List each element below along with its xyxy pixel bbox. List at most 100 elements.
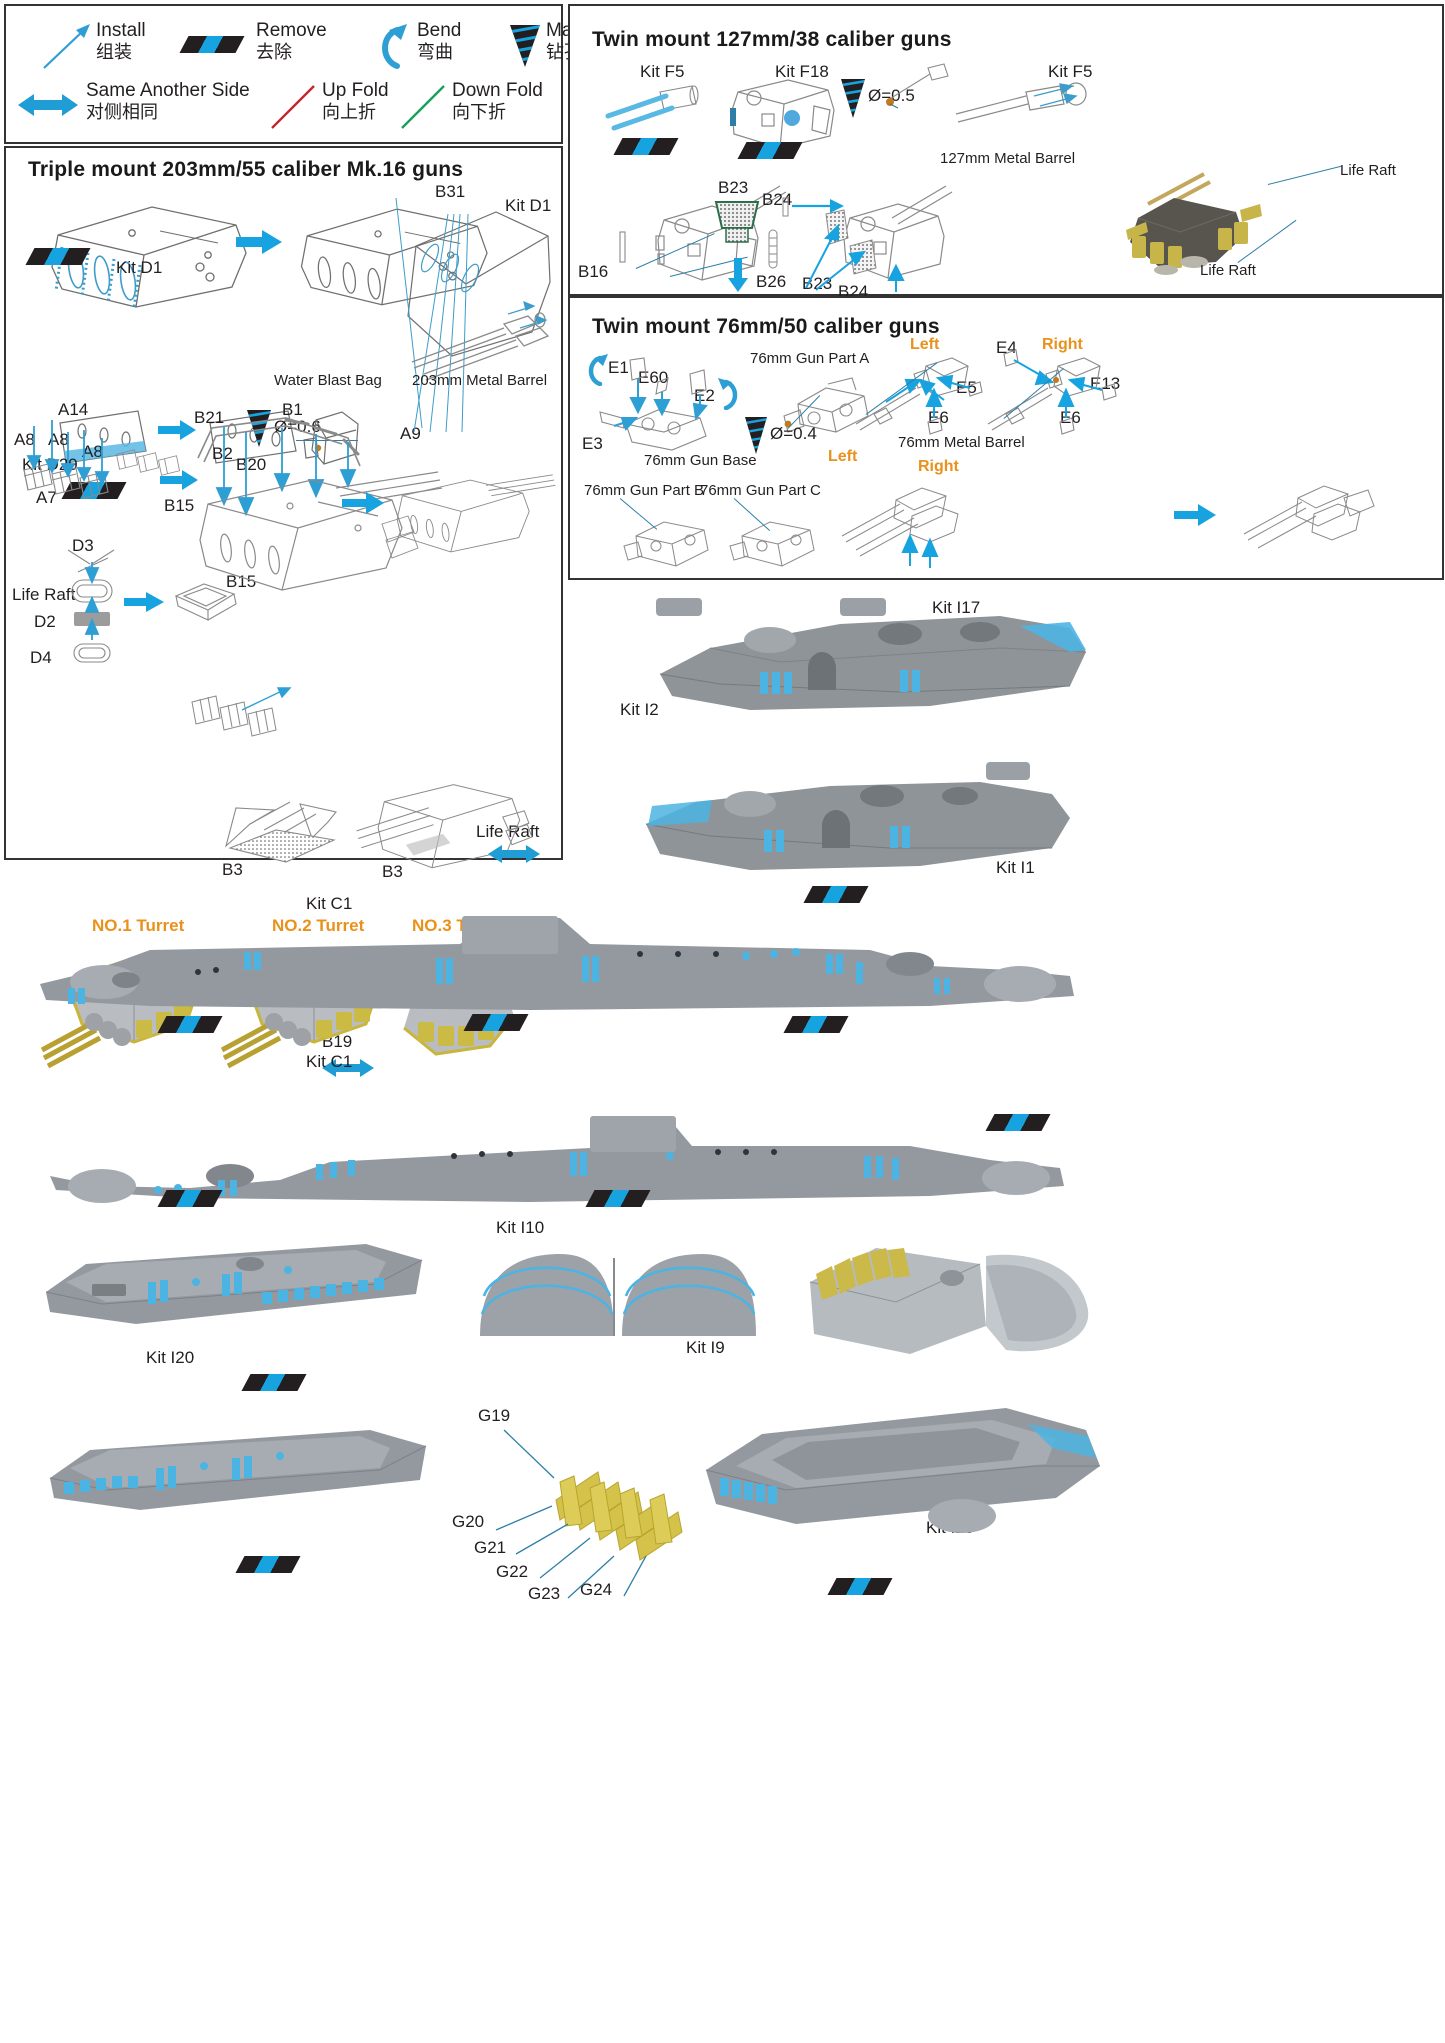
legend-upfold-cn: 向上折	[322, 101, 376, 122]
drill-cone-icon-06	[246, 409, 272, 454]
label-b20: B20	[236, 455, 267, 474]
red-line-icon	[271, 85, 315, 129]
legend-item-install: Install 组装	[40, 20, 170, 72]
turret-roof-pe-drawing	[392, 196, 557, 436]
label-kit-i17: Kit I17	[932, 598, 981, 617]
label-diameter-04: Ø=0.4	[770, 424, 817, 443]
b3-screen-drawing	[216, 800, 346, 872]
legend-install-cn: 组装	[96, 41, 132, 62]
barrel-hole-detail-drawing	[880, 60, 960, 120]
legend-item-upfold: Up Fold 向上折	[270, 80, 410, 134]
remove-stripe-icon-i20	[241, 1374, 307, 1391]
label-kit-c1-b: Kit C1	[306, 1052, 353, 1071]
leader-line-waterblast	[296, 440, 358, 442]
green-line-icon	[401, 85, 445, 129]
hull-photo-i1	[600, 760, 1120, 890]
label-d4: D4	[30, 648, 52, 667]
label-d2: D2	[34, 612, 56, 631]
label-d3: D3	[72, 536, 94, 555]
b23-mesh-drawing	[712, 200, 762, 254]
label-b16: B16	[578, 262, 609, 281]
label-life-raft-right: Life Raft	[476, 822, 540, 841]
label-76mm-gun-base: 76mm Gun Base	[644, 452, 757, 469]
section-twin76-title: Twin mount 76mm/50 caliber guns	[592, 315, 940, 338]
section-twin76-box	[568, 296, 1444, 580]
76mm-gun-part-c-drawing	[722, 508, 832, 572]
same-another-side-icon-b19	[322, 1056, 374, 1085]
label-e1: E1	[608, 358, 629, 377]
legend-upfold-en: Up Fold	[322, 80, 389, 101]
legend-remove-cn: 去除	[256, 41, 292, 62]
label-diameter-06: Ø=0.6	[274, 417, 321, 436]
drill-cone-icon-05	[840, 78, 866, 125]
label-kit-d1-b: Kit D1	[505, 196, 552, 215]
part-photo-i20-b	[36, 1396, 436, 1526]
label-b31: B31	[435, 182, 466, 201]
label-kit-d1-a: Kit D1	[116, 258, 163, 277]
label-a7: A7	[36, 488, 57, 507]
76mm-gun-part-b-drawing	[616, 508, 726, 572]
label-left-1: Left	[910, 336, 940, 353]
railing-a7-a8-drawing	[18, 420, 138, 510]
kit-f18-mount-drawing	[718, 76, 848, 156]
remove-stripe-icon-c1b-2	[585, 1190, 651, 1207]
section-triple203-box	[4, 146, 563, 860]
label-b3-left: B3	[222, 860, 243, 879]
legend-item-downfold: Down Fold 向下折	[400, 80, 550, 134]
legend-install-en: Install	[96, 20, 146, 41]
label-right-1: Right	[1042, 336, 1083, 353]
step-arrow-76mm	[1174, 502, 1218, 528]
label-b26: B26	[756, 272, 787, 291]
legend-box	[4, 4, 563, 144]
76mm-twin-assembly-drawing	[838, 470, 1008, 570]
label-a8-2: A8	[48, 430, 69, 449]
label-b21: B21	[194, 408, 225, 427]
railing-assembled-drawing	[112, 430, 202, 486]
label-b15-a: B15	[164, 496, 195, 515]
remove-stripe-icon-d1	[25, 248, 91, 265]
76mm-final-assembly-drawing	[1240, 468, 1410, 568]
label-right-2: Right	[918, 458, 959, 475]
bend-arrow-icon	[382, 24, 407, 69]
legend-downfold-en: Down Fold	[452, 80, 543, 101]
label-76mm-gun-part-b: 76mm Gun Part B	[584, 482, 705, 499]
label-b3-right: B3	[382, 862, 403, 881]
twin127-mount-photo	[1108, 170, 1328, 280]
drill-cone-icon	[510, 25, 540, 67]
f18-mount-b-parts-drawing	[786, 184, 966, 294]
turret-frame-b-parts-drawing	[190, 412, 370, 522]
legend-bend-en: Bend	[417, 20, 462, 41]
76mm-left-assembly-drawing	[852, 346, 992, 446]
label-g23: G23	[528, 1584, 561, 1603]
remove-stripe-icon-i29	[827, 1578, 893, 1595]
step-arrow-2	[158, 418, 198, 442]
remove-stripe-icon	[179, 36, 245, 53]
hull-photo-i17-i2	[600, 588, 1120, 728]
remove-stripe-icon-c1a-3	[783, 1016, 849, 1033]
label-b24-a: B24	[762, 190, 793, 209]
hull-photo-c1-b	[30, 1068, 1090, 1203]
label-kit-c1-a: Kit C1	[306, 894, 353, 913]
legend-bend-cn: 弯曲	[417, 41, 453, 62]
remove-stripe-icon-c1b-3	[985, 1114, 1051, 1131]
label-no1-turret: NO.1 Turret	[92, 916, 185, 935]
label-g19: G19	[478, 1406, 511, 1425]
label-kit-f18: Kit F18	[775, 62, 829, 81]
remove-stripe-icon-c1a-2	[463, 1014, 529, 1031]
remove-stripe-icon-hull	[803, 886, 869, 903]
label-kit-i2: Kit I2	[620, 700, 659, 719]
hull-photo-c1-a	[30, 910, 1090, 1030]
section-triple203-title: Triple mount 203mm/55 caliber Mk.16 guns	[28, 158, 464, 181]
label-no2-turret: NO.2 Turret	[272, 916, 365, 935]
life-raft-assembled-drawing	[170, 580, 240, 626]
label-a8-1: A8	[14, 430, 35, 449]
turret-large-assembly-drawing	[186, 470, 446, 600]
203mm-metal-barrel-drawing	[408, 300, 558, 381]
label-b15-b: B15	[226, 572, 257, 591]
part-photo-i29	[676, 1374, 1116, 1554]
label-b23-a: B23	[718, 178, 749, 197]
bend-arrow-icon-e2	[716, 376, 742, 415]
remove-stripe-icon-i20-b	[235, 1556, 301, 1573]
label-76mm-metal-barrel: 76mm Metal Barrel	[898, 434, 1025, 451]
life-raft-stack-drawing	[64, 548, 122, 666]
